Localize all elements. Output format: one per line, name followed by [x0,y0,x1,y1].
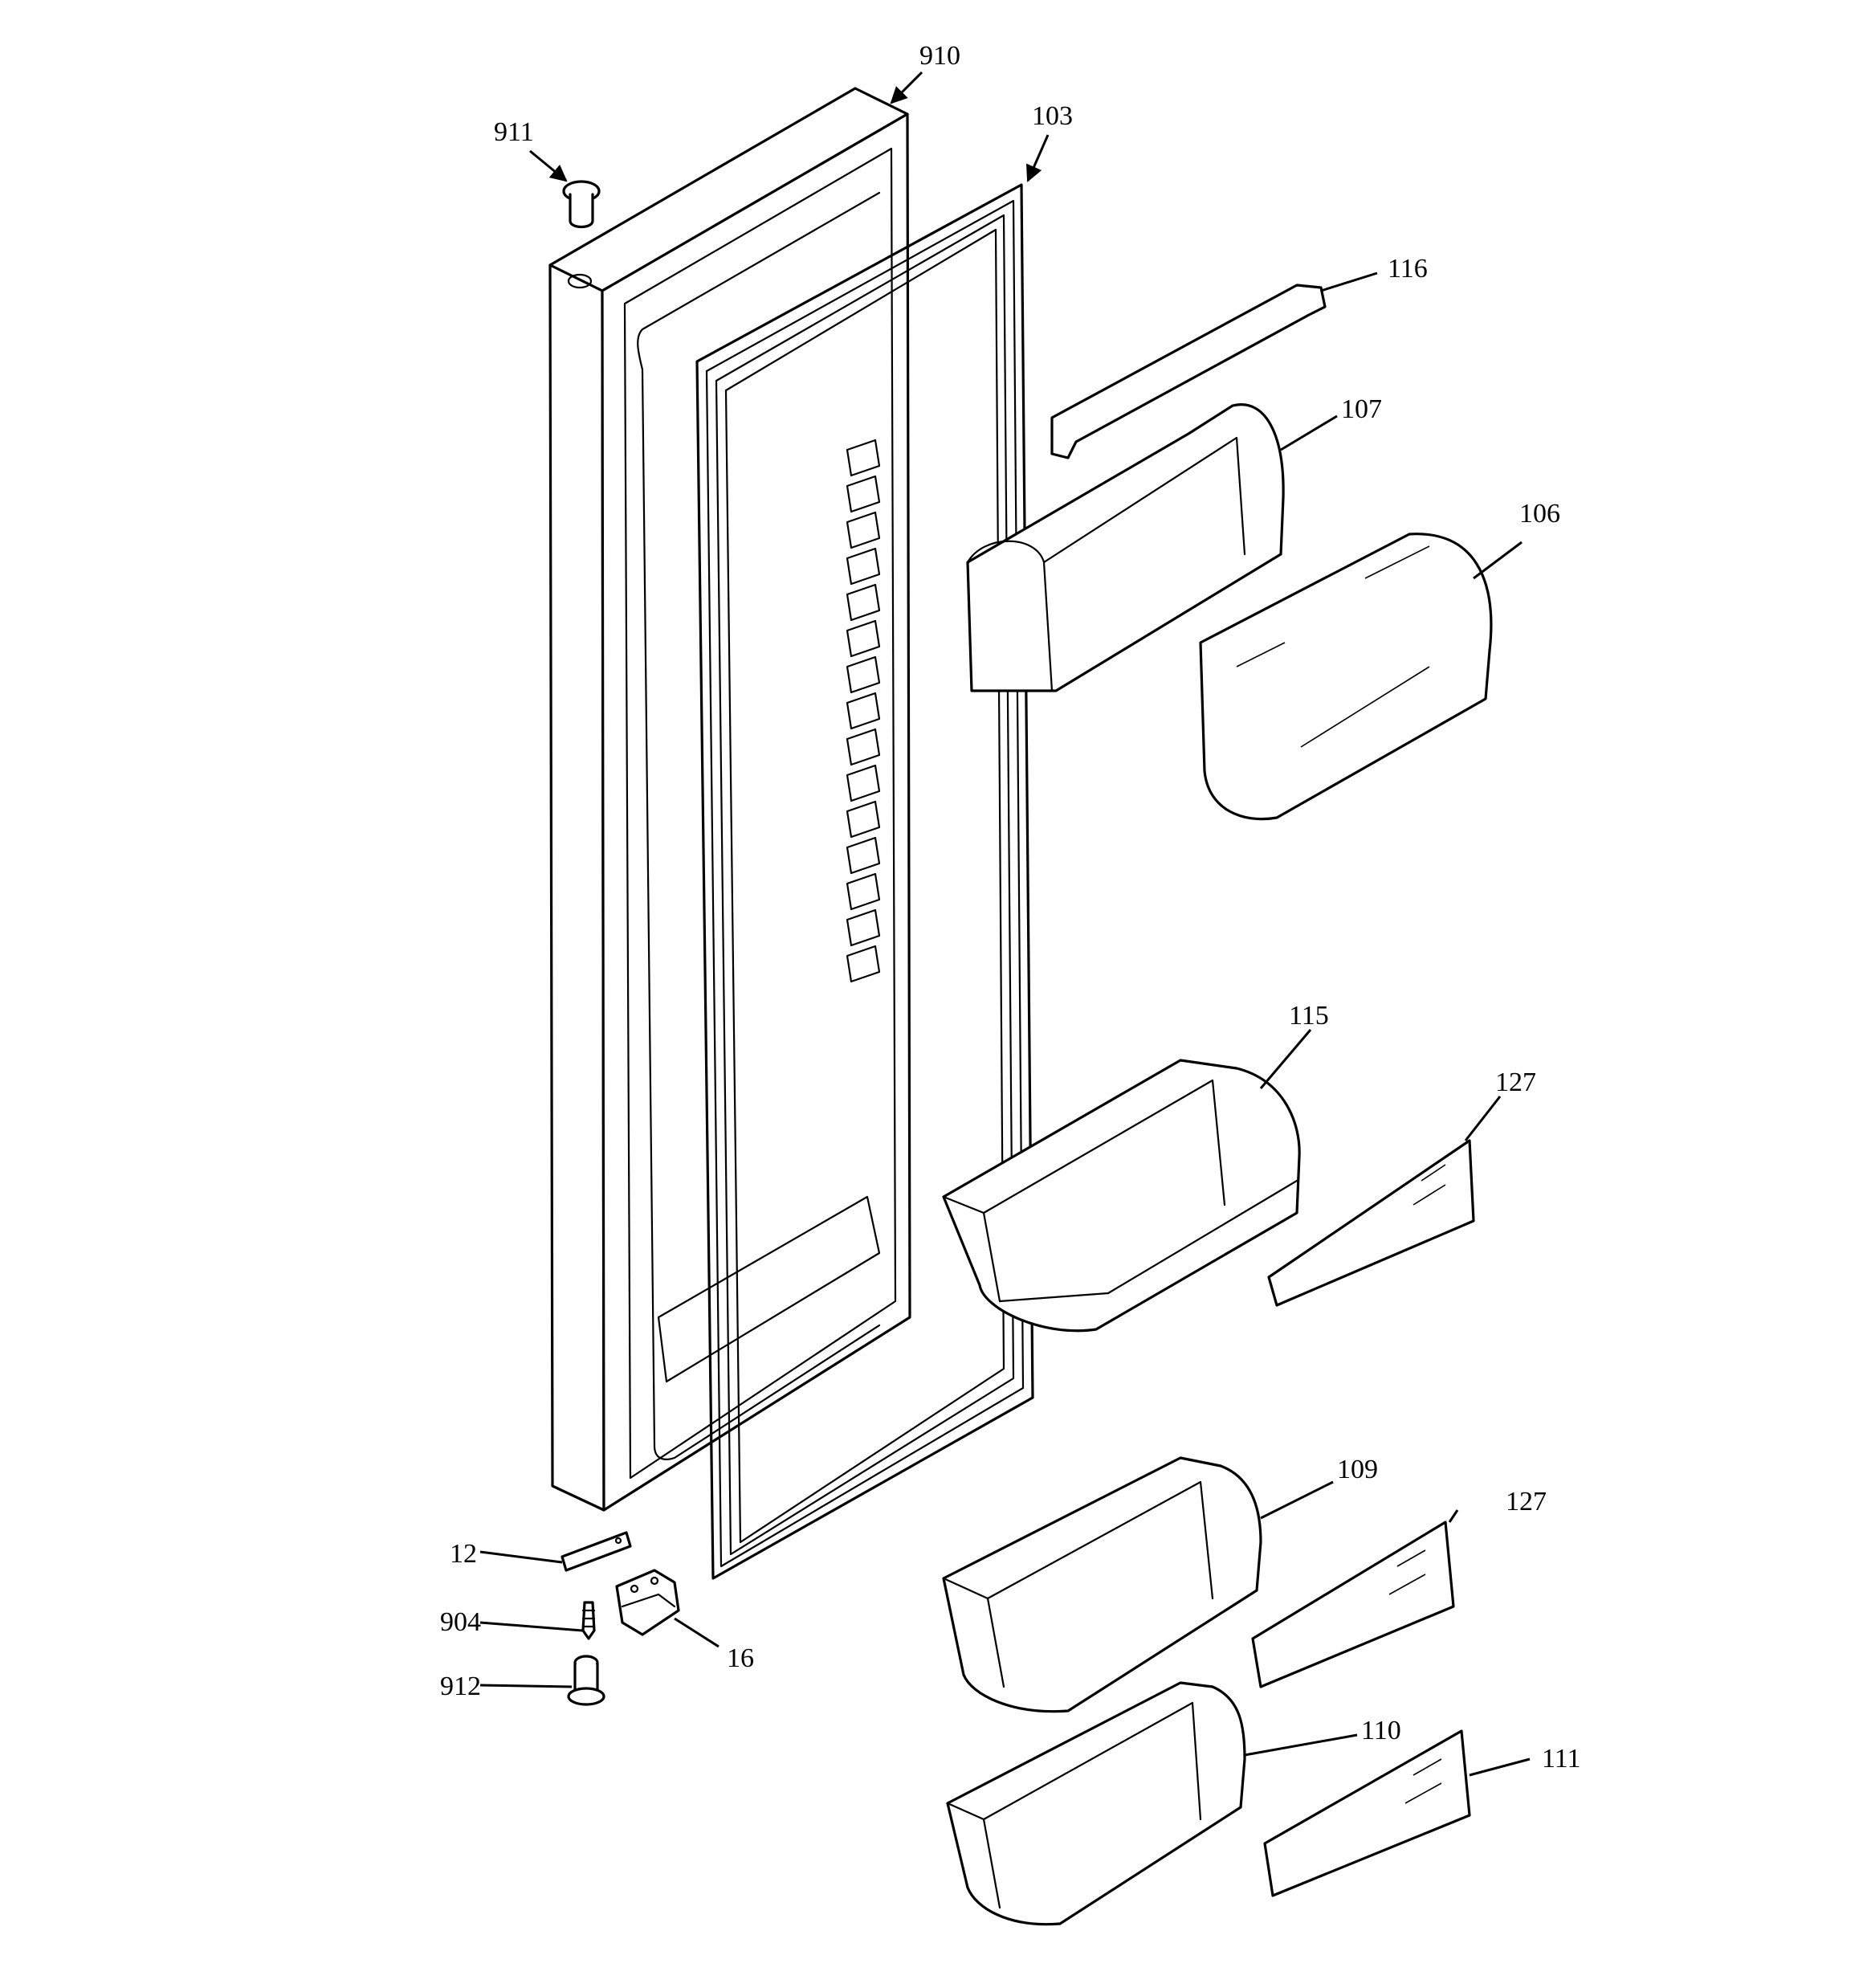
callout-911: 911 [494,117,534,147]
hinge-bushing-bottom [567,1655,605,1706]
callout-16: 16 [727,1643,754,1673]
callout-111: 111 [1542,1744,1580,1774]
leader-lines [479,71,1531,1777]
door-bin-middle [942,1456,1262,1713]
callout-106: 106 [1519,499,1560,529]
hinge-bracket [615,1569,680,1636]
hinge-bushing-top [562,180,601,229]
door-bin-lower [946,1681,1246,1926]
callout-109: 109 [1337,1455,1378,1484]
callout-110: 110 [1361,1716,1401,1745]
dairy-bin [966,403,1285,692]
dairy-door [1199,533,1493,821]
callout-912: 912 [440,1672,481,1701]
callout-103: 103 [1032,101,1073,131]
bin-door-upper [1267,1139,1475,1307]
screw [581,1601,596,1640]
hinge-plate [561,1531,632,1572]
callout-904: 904 [440,1607,481,1637]
door-bin-upper [942,1059,1301,1333]
bin-trim-rail [1050,284,1327,459]
door-outer-panel [548,87,911,1512]
callout-127-upper: 127 [1495,1067,1536,1097]
callout-115: 115 [1289,1001,1329,1031]
callouts: 910 911 103 116 107 106 115 127 109 127 … [440,41,1580,1774]
callout-910: 910 [919,41,960,71]
bin-door-middle [1251,1521,1455,1688]
callout-127-lower: 127 [1506,1487,1547,1517]
callout-107: 107 [1341,394,1382,424]
bin-door-lower [1263,1729,1471,1897]
callout-116: 116 [1388,254,1428,284]
callout-12: 12 [450,1539,477,1569]
liner-bin-supports [846,439,881,983]
door-gasket [695,183,1034,1580]
